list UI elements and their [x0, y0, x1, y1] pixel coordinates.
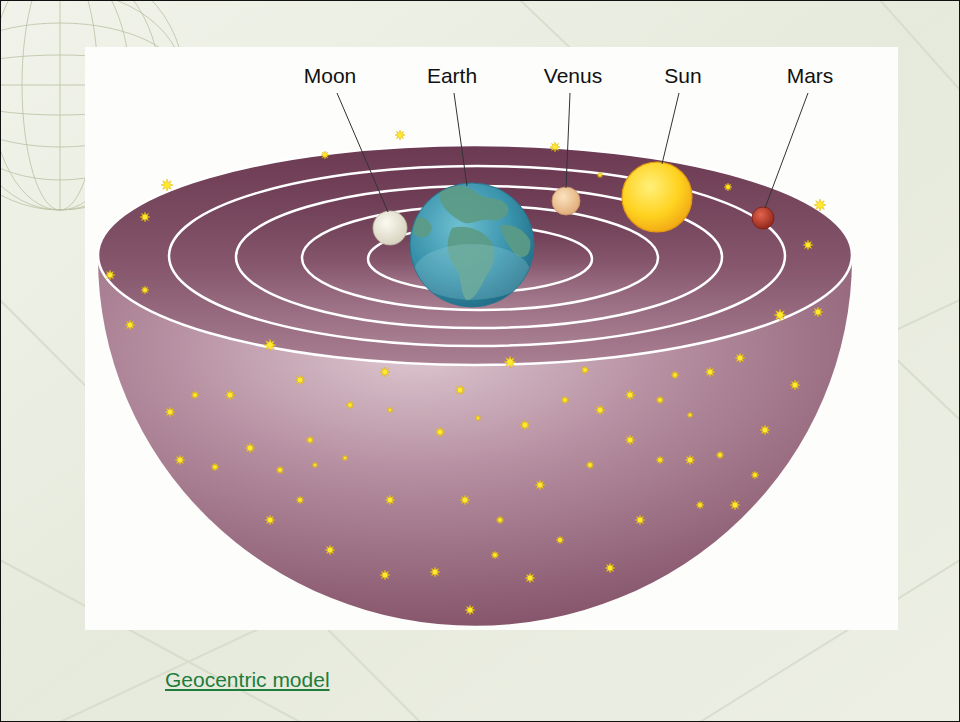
star — [395, 130, 405, 140]
star — [225, 390, 235, 400]
star — [346, 401, 354, 409]
star — [550, 142, 560, 152]
star — [635, 515, 645, 525]
star — [774, 309, 786, 321]
star — [245, 443, 255, 453]
star — [455, 385, 465, 395]
star — [387, 407, 393, 413]
star — [265, 515, 275, 525]
leader-lines — [337, 93, 808, 212]
star — [716, 451, 724, 459]
star — [460, 495, 470, 505]
star — [586, 461, 594, 469]
star — [175, 455, 185, 465]
star — [561, 396, 569, 404]
star — [140, 212, 150, 222]
star — [105, 270, 115, 280]
star — [730, 500, 740, 510]
star — [165, 407, 175, 417]
star — [325, 545, 335, 555]
star — [525, 573, 535, 583]
star — [161, 179, 173, 191]
star — [504, 356, 516, 368]
star — [380, 367, 390, 377]
star — [597, 172, 603, 178]
star — [605, 563, 615, 573]
star — [380, 570, 390, 580]
body-label: Moon — [304, 64, 357, 88]
star — [625, 435, 635, 445]
star — [656, 396, 664, 404]
star — [556, 536, 564, 544]
star — [520, 420, 530, 430]
star — [312, 462, 318, 468]
star — [751, 471, 759, 479]
star — [760, 425, 770, 435]
star — [321, 151, 329, 159]
sun-body — [622, 162, 692, 232]
moon-body — [373, 211, 407, 245]
star — [211, 463, 219, 471]
star — [803, 240, 813, 250]
star — [814, 199, 826, 211]
venus-body — [552, 187, 580, 215]
star — [430, 567, 440, 577]
star — [276, 466, 284, 474]
star — [125, 320, 135, 330]
star — [496, 516, 504, 524]
star — [687, 412, 693, 418]
star — [296, 496, 304, 504]
star — [385, 495, 395, 505]
body-label: Sun — [664, 64, 701, 88]
star — [475, 415, 481, 421]
star — [685, 455, 695, 465]
body-label: Venus — [544, 64, 602, 88]
star — [306, 436, 314, 444]
star — [491, 551, 499, 559]
star — [813, 307, 823, 317]
body-label: Mars — [787, 64, 834, 88]
star — [735, 353, 745, 363]
star — [465, 605, 475, 615]
star — [191, 391, 199, 399]
star — [625, 390, 635, 400]
earth-body — [410, 183, 534, 307]
star — [790, 380, 800, 390]
star — [671, 371, 679, 379]
star — [141, 286, 149, 294]
mars-body — [752, 207, 774, 229]
caption-link: Geocentric model — [165, 668, 330, 692]
star — [535, 480, 545, 490]
body-label: Earth — [427, 64, 477, 88]
star — [264, 339, 276, 351]
star — [435, 427, 445, 437]
star — [705, 367, 715, 377]
star — [342, 455, 348, 461]
star — [656, 456, 664, 464]
star — [295, 375, 305, 385]
star — [581, 366, 589, 374]
star — [724, 183, 732, 191]
star — [696, 501, 704, 509]
star — [595, 405, 605, 415]
